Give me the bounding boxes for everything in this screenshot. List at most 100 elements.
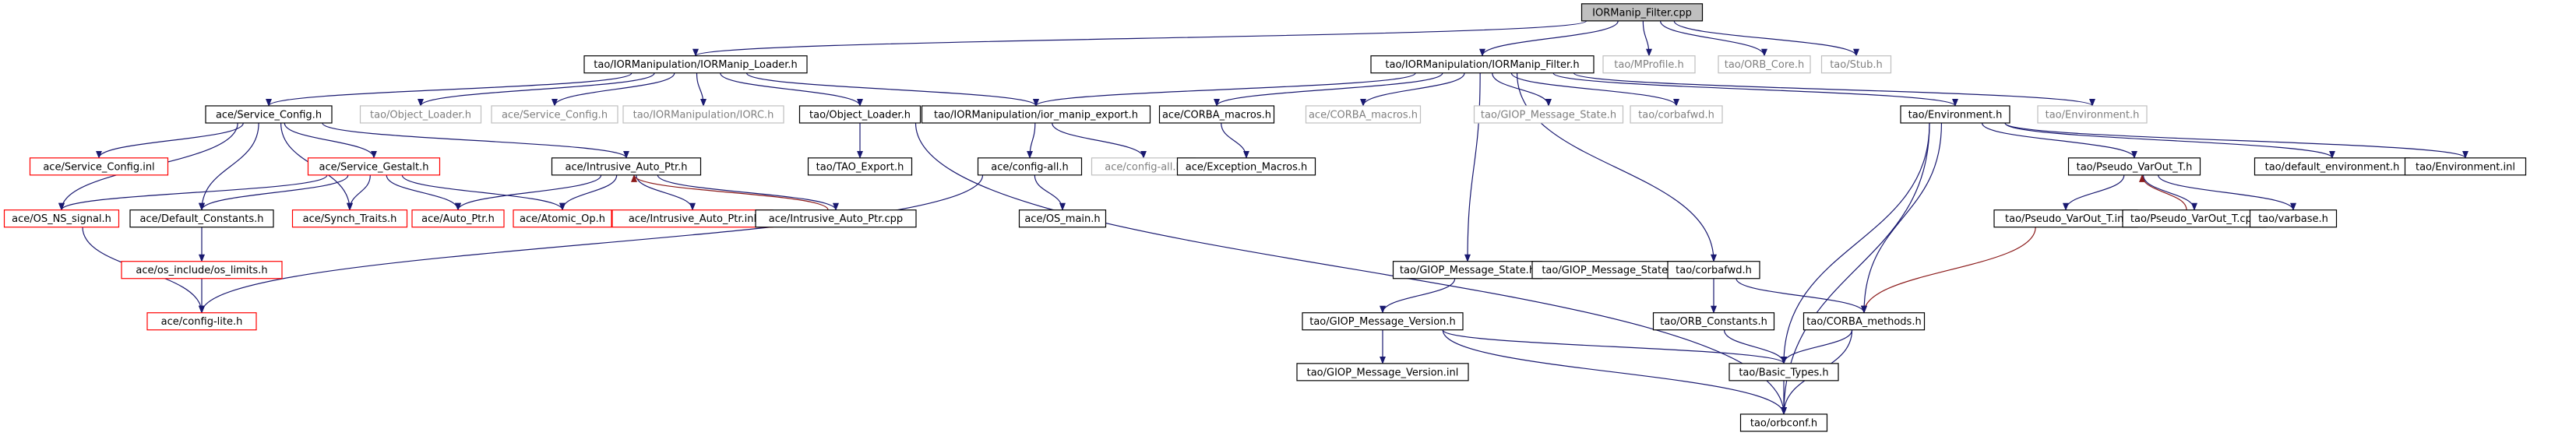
node-label: tao/Pseudo_VarOut_T.h	[2077, 161, 2193, 173]
node-export[interactable]: tao/IORManipulation/ior_manip_export.h	[921, 105, 1151, 124]
node-intrusive-h[interactable]: ace/Intrusive_Auto_Ptr.h	[551, 157, 702, 176]
node-box	[1802, 312, 1926, 331]
node-giop-mversion-inl[interactable]: tao/GIOP_Message_Version.inl	[1296, 363, 1469, 382]
include-edge	[2004, 122, 2335, 159]
dependency-edges	[58, 20, 2469, 415]
include-edge	[1781, 329, 1853, 364]
include-edge	[1861, 122, 1943, 314]
include-edge	[1442, 329, 1787, 364]
include-edge	[1380, 278, 1456, 314]
node-box	[1652, 312, 1775, 331]
include-edge	[1492, 72, 1552, 107]
node-pseudo-varout-cpp[interactable]: tao/Pseudo_VarOut_T.cpp	[2122, 209, 2267, 228]
include-edge	[1552, 72, 1958, 107]
node-basic-types[interactable]: tao/Basic_Types.h	[1728, 363, 1839, 382]
include-edge	[551, 72, 675, 107]
include-edge	[455, 174, 602, 211]
node-os-main[interactable]: ace/OS_main.h	[1018, 209, 1107, 228]
node-pseudo-varout-inl[interactable]: tao/Pseudo_VarOut_T.inl	[1993, 209, 2138, 228]
node-box	[2404, 157, 2527, 176]
node-object-loader[interactable]: tao/Object_Loader.h	[798, 105, 922, 124]
node-os-ns-signal[interactable]: ace/OS_NS_signal.h	[3, 209, 120, 228]
node-box	[622, 105, 784, 124]
node-box	[29, 157, 169, 176]
node-service-config-inl[interactable]: ace/Service_Config.inl	[29, 157, 169, 176]
node-box	[1900, 105, 2010, 124]
node-giop-mstate-inl[interactable]: tao/GIOP_Message_State.inl	[1531, 261, 1693, 280]
node-intrusive-cpp[interactable]: ace/Intrusive_Auto_Ptr.cpp	[755, 209, 917, 228]
include-edge	[199, 174, 349, 211]
node-box	[2249, 209, 2338, 228]
node-auto-ptr[interactable]: ace/Auto_Ptr.h	[411, 209, 505, 228]
node-corba-methods[interactable]: tao/CORBA_methods.h	[1802, 312, 1926, 331]
node-box	[1305, 105, 1422, 124]
node-giop-mversion[interactable]: tao/GIOP_Message_Version.h	[1302, 312, 1464, 331]
node-config-all-gray: ace/config-all.h	[1091, 157, 1196, 176]
include-edge	[418, 72, 655, 107]
include-edge	[720, 72, 863, 107]
node-box	[513, 209, 612, 228]
node-tao-object-loader-gray: tao/Object_Loader.h	[359, 105, 482, 124]
include-edge	[636, 174, 696, 211]
node-label: ace/Auto_Ptr.h	[421, 213, 495, 225]
node-box	[1296, 363, 1469, 382]
node-default-constants[interactable]: ace/Default_Constants.h	[129, 209, 274, 228]
node-intrusive-inl[interactable]: ace/Intrusive_Auto_Ptr.inl	[611, 209, 774, 228]
node-label: ace/Service_Config.h	[216, 109, 322, 121]
node-orb-constants[interactable]: tao/ORB_Constants.h	[1652, 312, 1775, 331]
include-edge	[1027, 122, 1036, 159]
node-label: tao/corbafwd.h	[1676, 265, 1752, 276]
include-edge	[1981, 122, 2137, 159]
node-label: tao/CORBA_methods.h	[1806, 316, 1921, 328]
node-service-gestalt[interactable]: ace/Service_Gestalt.h	[307, 157, 441, 176]
node-box	[1667, 261, 1760, 280]
include-edge	[1781, 122, 1930, 415]
node-label: ace/Atomic_Op.h	[520, 213, 605, 225]
node-atomic-op[interactable]: ace/Atomic_Op.h	[513, 209, 612, 228]
node-os-limits[interactable]: ace/os_include/os_limits.h	[121, 261, 283, 280]
node-box	[1580, 3, 1704, 22]
node-label: tao/GIOP_Message_State.inl	[1542, 265, 1683, 276]
node-label: tao/TAO_Export.h	[816, 161, 904, 173]
node-loader-h[interactable]: tao/IORManipulation/IORManip_Loader.h	[583, 55, 808, 74]
node-default-env[interactable]: tao/default_environment.h	[2254, 157, 2411, 176]
graph-nodes: IORManip_Filter.cpptao/IORManipulation/I…	[3, 3, 2527, 432]
node-label: ace/Default_Constants.h	[139, 213, 263, 225]
node-corbafwd[interactable]: tao/corbafwd.h	[1667, 261, 1760, 280]
node-orbconf[interactable]: tao/orbconf.h	[1739, 413, 1828, 432]
node-label: tao/Pseudo_VarOut_T.inl	[2005, 213, 2127, 225]
include-edge	[1736, 278, 1867, 314]
node-environment[interactable]: tao/Environment.h	[1900, 105, 2010, 124]
node-pseudo-varout-t[interactable]: tao/Pseudo_VarOut_T.h	[2067, 157, 2201, 176]
node-orb-core: tao/ORB_Core.h	[1718, 55, 1811, 74]
node-config-lite[interactable]: ace/config-lite.h	[146, 312, 257, 331]
include-edge	[657, 174, 839, 211]
node-box	[1018, 209, 1107, 228]
node-label: tao/Environment.inl	[2416, 161, 2515, 173]
include-edge	[1659, 20, 1767, 57]
node-box	[411, 209, 505, 228]
node-label: tao/MProfile.h	[1614, 59, 1683, 71]
node-corba-macros[interactable]: ace/CORBA_macros.h	[1158, 105, 1275, 124]
node-service-config[interactable]: ace/Service_Config.h	[205, 105, 333, 124]
node-label: ace/Synch_Traits.h	[303, 213, 397, 225]
include-edge	[692, 20, 1588, 57]
node-exception-macros[interactable]: ace/Exception_Macros.h	[1176, 157, 1316, 176]
node-config-all[interactable]: ace/config-all.h	[977, 157, 1083, 176]
node-label: tao/Pseudo_VarOut_T.cpp	[2130, 213, 2258, 225]
node-label: ace/Exception_Macros.h	[1186, 161, 1307, 173]
node-giop-mstate[interactable]: tao/GIOP_Message_State.h	[1392, 261, 1543, 280]
node-label: ace/OS_NS_signal.h	[12, 213, 111, 225]
node-label: tao/corbafwd.h	[1638, 109, 1714, 121]
node-box	[583, 55, 808, 74]
node-box	[129, 209, 274, 228]
node-varbase[interactable]: tao/varbase.h	[2249, 209, 2338, 228]
node-filter-h[interactable]: tao/IORManipulation/IORManip_Filter.h	[1370, 55, 1595, 74]
node-tao-export[interactable]: tao/TAO_Export.h	[807, 157, 913, 176]
node-stub: tao/Stub.h	[1820, 55, 1892, 74]
include-edge	[386, 174, 461, 211]
node-label: ace/OS_main.h	[1024, 213, 1100, 225]
node-synch-traits[interactable]: ace/Synch_Traits.h	[291, 209, 408, 228]
node-label: ace/config-lite.h	[161, 316, 243, 328]
node-environment-inl[interactable]: tao/Environment.inl	[2404, 157, 2527, 176]
